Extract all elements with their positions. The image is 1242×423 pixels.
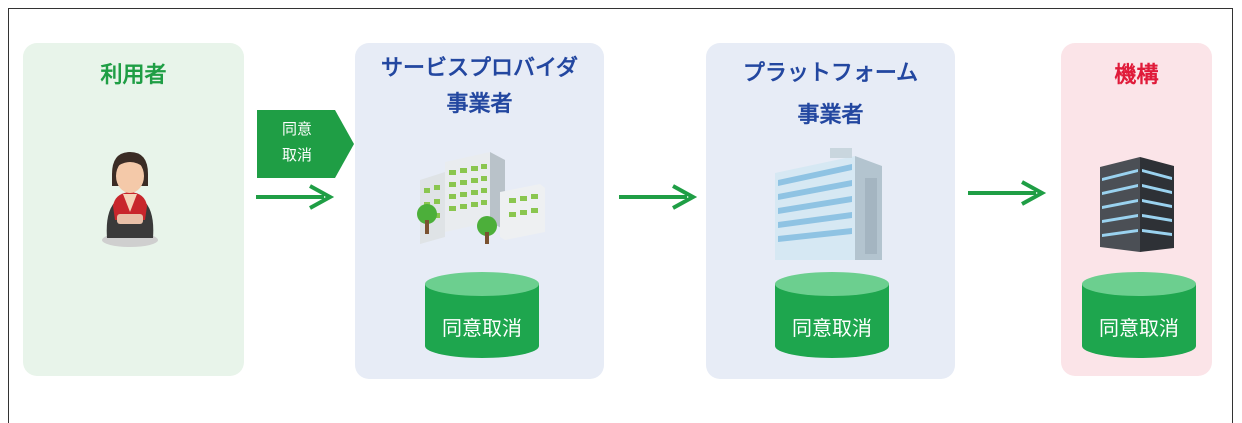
arrow-right-icon <box>256 184 335 210</box>
arrow-right-icon <box>619 184 698 210</box>
badge-line1: 同意 <box>281 120 312 138</box>
organization-title: 機構 <box>1114 63 1159 88</box>
database-icon <box>425 272 539 358</box>
consent-revoke-badge-label: 同意 取消 <box>257 116 337 168</box>
badge-line2: 取消 <box>281 146 312 164</box>
service-provider-title-line2: 事業者 <box>446 92 513 117</box>
database-icon <box>1082 272 1196 358</box>
consent-revoke-badge <box>257 110 354 178</box>
office-building-icon <box>417 152 545 244</box>
user-title: 利用者 <box>100 63 167 88</box>
platform-title-line2: 事業者 <box>797 103 864 128</box>
organization-db-label: 同意取消 <box>1099 316 1179 340</box>
data-center-icon <box>1100 157 1174 252</box>
arrow-right-icon <box>968 180 1047 206</box>
platform-db-label: 同意取消 <box>792 316 872 340</box>
database-icon <box>775 272 889 358</box>
service-provider-db-label: 同意取消 <box>442 316 522 340</box>
tower-building-icon <box>775 148 882 260</box>
service-provider-title-line1: サービスプロバイダ <box>380 56 579 81</box>
platform-title-line1: プラットフォーム <box>742 61 919 86</box>
person-icon <box>102 152 158 247</box>
diagram-frame <box>8 8 1233 423</box>
